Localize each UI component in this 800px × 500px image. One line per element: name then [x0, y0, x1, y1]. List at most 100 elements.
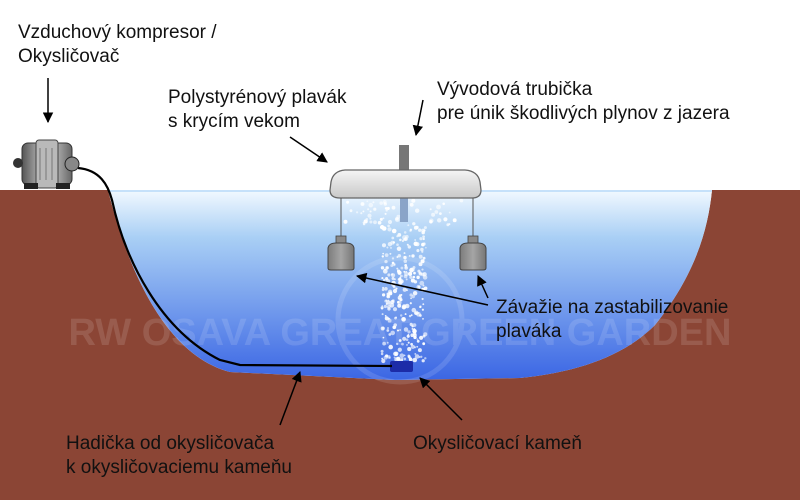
air-bubble [362, 210, 365, 213]
air-bubble [384, 268, 386, 271]
air-bubble [421, 297, 424, 301]
air-bubble [407, 347, 412, 352]
air-bubble [386, 292, 390, 296]
air-bubble [384, 316, 389, 321]
air-bubble [436, 218, 442, 223]
air-bubble [416, 275, 420, 280]
air-bubble [405, 278, 408, 281]
air-bubble [379, 224, 385, 230]
air-bubble [412, 328, 417, 334]
air-bubble [394, 278, 396, 281]
soil [0, 190, 800, 500]
air-bubble [403, 259, 408, 263]
air-bubble [360, 212, 363, 215]
air-bubble [412, 275, 416, 279]
air-bubble [397, 297, 400, 300]
air-bubble [392, 307, 398, 312]
air-bubble [396, 342, 399, 346]
air-bubble [372, 201, 375, 204]
air-bubble [380, 352, 384, 356]
air-bubble [399, 353, 405, 359]
air-bubble [356, 211, 359, 214]
air-bubble [380, 326, 385, 331]
air-bubble [395, 217, 399, 221]
air-bubble [459, 198, 464, 203]
outlet-tube-submerged [400, 196, 408, 222]
air-bubble [424, 357, 427, 360]
air-bubble [402, 336, 407, 341]
air-bubble [413, 328, 416, 330]
air-bubble [416, 339, 420, 343]
air-bubble [373, 220, 377, 225]
label-compressor-line-2: Okysličovač [18, 46, 120, 67]
air-bubble [384, 286, 388, 291]
air-bubble [416, 345, 419, 348]
air-bubble [380, 266, 385, 270]
air-bubble [421, 250, 424, 253]
air-bubble [363, 219, 368, 224]
air-bubble [382, 336, 385, 339]
air-bubble [402, 305, 406, 310]
air-bubble [386, 341, 389, 344]
arrow-float [289, 136, 328, 163]
label-weights-line-2: plaváka [496, 321, 562, 342]
air-bubble [405, 270, 408, 273]
air-bubble [409, 229, 412, 232]
air-bubble [384, 206, 388, 210]
air-bubble [406, 243, 409, 246]
label-airstone: Okysličovací kameň [413, 432, 582, 456]
air-bubble [419, 305, 422, 308]
air-bubble [392, 262, 396, 267]
label-weights-line-1: Závažie na zastabilizovanie [496, 297, 729, 318]
air-bubble [409, 202, 414, 207]
air-bubble [410, 344, 415, 349]
air-bubble [416, 338, 419, 341]
air-bubble [422, 342, 426, 346]
air-bubble [384, 315, 387, 317]
air-bubble [383, 304, 387, 309]
air-bubble [349, 209, 353, 213]
air-bubble [412, 357, 418, 363]
air-bubble [448, 223, 451, 226]
air-bubble [381, 288, 385, 292]
air-bubble [397, 300, 402, 305]
air-bubble [403, 327, 409, 332]
air-bubble [411, 294, 415, 299]
outlet-tube [399, 145, 409, 175]
air-bubble [425, 246, 427, 249]
air-bubble [419, 237, 423, 241]
air-bubble [442, 202, 445, 206]
pond-water [108, 190, 712, 380]
air-bubble [406, 334, 410, 338]
air-bubble [367, 208, 370, 211]
air-bubble [403, 274, 408, 279]
air-bubble [422, 242, 426, 246]
air-bubble [414, 239, 417, 241]
airstone [390, 361, 413, 372]
weight-left [327, 235, 355, 271]
air-bubble [407, 341, 410, 344]
air-bubble [393, 323, 397, 327]
air-bubble [386, 327, 390, 330]
air-bubble [404, 313, 407, 316]
air-bubble [408, 357, 412, 361]
air-bubble [422, 256, 426, 260]
air-bubble [420, 355, 423, 358]
air-bubble [369, 210, 372, 213]
air-bubble [386, 206, 390, 210]
air-bubble [403, 357, 407, 361]
air-bubble [392, 241, 396, 244]
air-bubble [382, 286, 385, 289]
weight-right [459, 235, 487, 271]
air-bubble [390, 273, 394, 276]
air-bubble [415, 208, 420, 213]
air-bubble [423, 226, 427, 230]
air-bubble [418, 356, 421, 358]
air-bubble [360, 202, 365, 206]
air-bubble [396, 235, 399, 238]
air-bubble [381, 358, 386, 364]
air-bubble [381, 277, 384, 280]
air-bubble [418, 262, 423, 267]
air-bubble [390, 330, 396, 336]
air-bubble [398, 339, 402, 342]
